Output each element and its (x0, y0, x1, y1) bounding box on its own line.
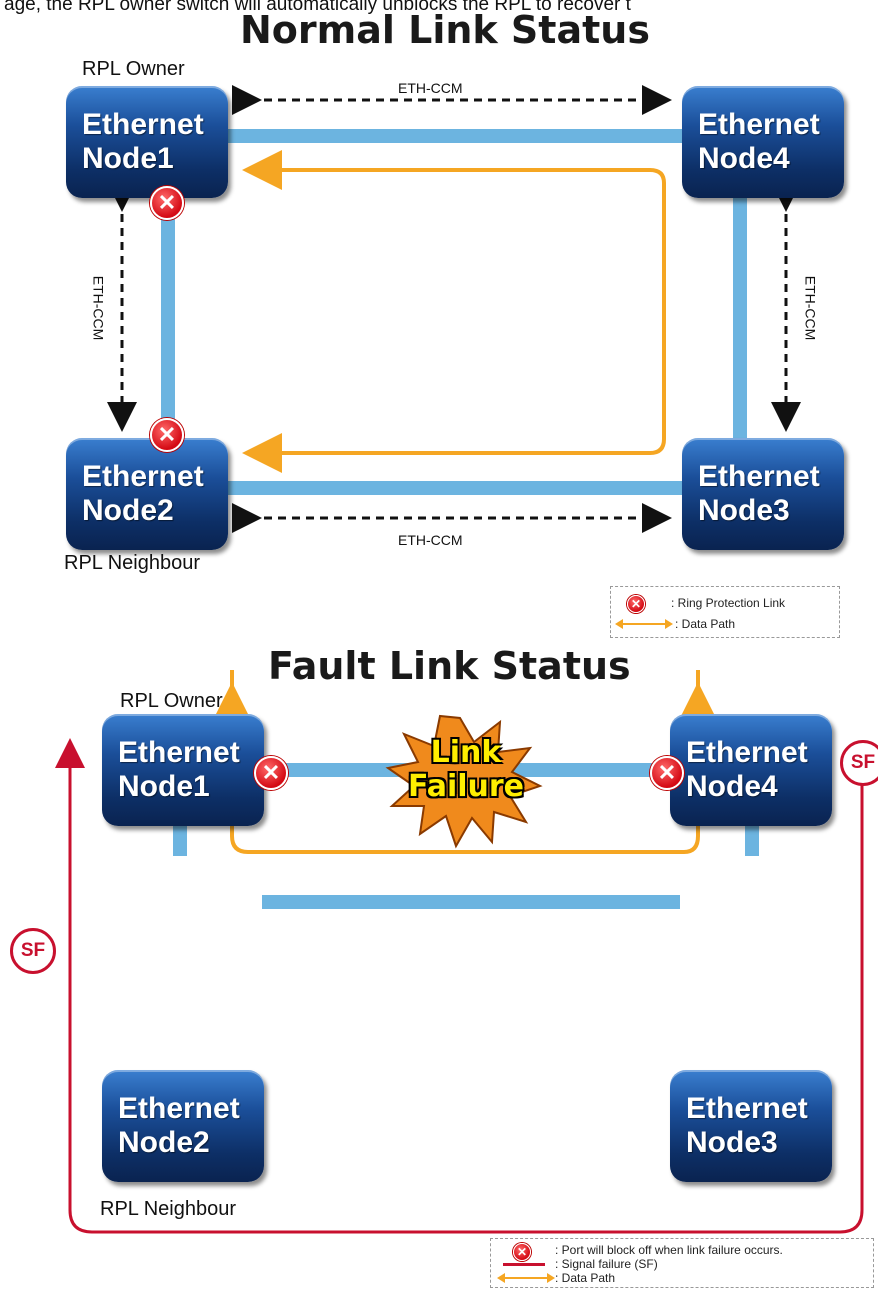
node-line1: Ethernet (82, 108, 204, 141)
normal-rpl-neighbour: RPL Neighbour (64, 552, 201, 574)
legend-port-block: : Port will block off when link failure … (555, 1243, 783, 1257)
node-line1: Ethernet (698, 460, 820, 493)
data-path-legend-icon (615, 619, 673, 629)
normal-node4: Ethernet Node4 (682, 86, 844, 198)
rpl-block-node2-icon: ✕ (150, 418, 184, 452)
node-line1: Ethernet (698, 108, 820, 141)
normal-node1: Ethernet Node1 (66, 86, 228, 198)
fault-rpl-owner: RPL Owner (120, 690, 223, 712)
fault-rpl-neighbour: RPL Neighbour (100, 1198, 237, 1220)
node-line2: Node4 (686, 770, 778, 803)
node-line2: Node1 (82, 142, 174, 175)
sf-badge-right: SF (840, 740, 878, 786)
legend-data-path: : Data Path (675, 617, 736, 631)
legend-fault-data-path: : Data Path (555, 1271, 616, 1285)
link-failure-line2: Failure (407, 769, 525, 804)
node-line1: Ethernet (118, 736, 240, 769)
link-failure-label: Link Failure (396, 736, 536, 804)
node-line1: Ethernet (686, 1092, 808, 1125)
node-line2: Node4 (698, 142, 790, 175)
node-line2: Node2 (118, 1126, 210, 1159)
node-line1: Ethernet (82, 460, 204, 493)
sf-badge-left: SF (10, 928, 56, 974)
fault-block-node1-icon: ✕ (254, 756, 288, 790)
normal-title: Normal Link Status (240, 8, 650, 52)
data-path-normal (242, 150, 666, 455)
normal-node2: Ethernet Node2 (66, 438, 228, 550)
node-line1: Ethernet (118, 1092, 240, 1125)
node-line2: Node1 (118, 770, 210, 803)
legend-ring-protection: : Ring Protection Link (671, 596, 786, 610)
fault-node1: Ethernet Node1 (102, 714, 264, 826)
fault-title: Fault Link Status (268, 644, 631, 688)
fault-node4: Ethernet Node4 (670, 714, 832, 826)
node-line2: Node3 (686, 1126, 778, 1159)
fault-node2: Ethernet Node2 (102, 1070, 264, 1182)
fault-block-node4-icon: ✕ (650, 756, 684, 790)
normal-legend: ✕ : Ring Protection Link : Data Path (610, 586, 840, 638)
ring-protection-icon: ✕ (627, 595, 645, 613)
node-line1: Ethernet (686, 736, 808, 769)
fault-legend: ✕ : Port will block off when link failur… (490, 1238, 874, 1288)
normal-diagram-lines (107, 85, 801, 533)
normal-eth-ccm-bottom: ETH-CCM (398, 532, 463, 548)
link-failure-burst (385, 714, 543, 849)
rpl-block-node1-icon: ✕ (150, 186, 184, 220)
port-block-icon: ✕ (513, 1243, 531, 1261)
signal-failure-path (68, 760, 864, 1234)
header-text: age, the RPL owner switch will automatic… (4, 0, 631, 15)
signal-failure-legend-icon (503, 1263, 545, 1266)
normal-rpl-owner: RPL Owner (82, 58, 185, 80)
legend-signal-failure: : Signal failure (SF) (555, 1257, 658, 1271)
node-line2: Node2 (82, 494, 174, 527)
link-failure-line1: Link (430, 735, 502, 770)
fault-node3: Ethernet Node3 (670, 1070, 832, 1182)
data-path-fault (230, 670, 700, 854)
node-line2: Node3 (698, 494, 790, 527)
normal-eth-ccm-top: ETH-CCM (398, 80, 463, 96)
fault-data-path-legend-icon (497, 1273, 555, 1283)
normal-node3: Ethernet Node3 (682, 438, 844, 550)
